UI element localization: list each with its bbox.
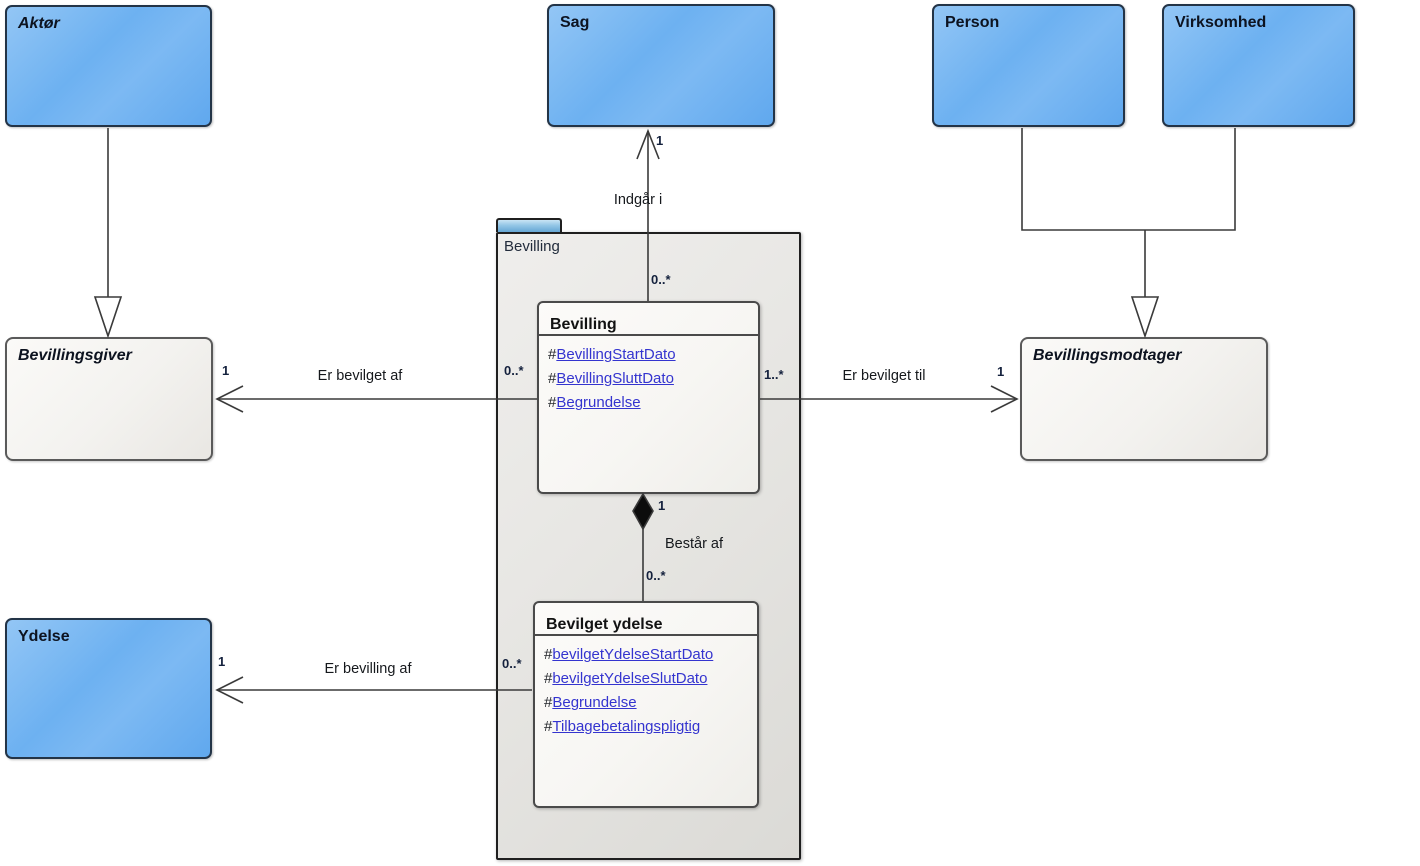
- node-person[interactable]: Person: [932, 4, 1125, 127]
- node-bevillingsmodtager[interactable]: Bevillingsmodtager: [1020, 337, 1268, 461]
- relation-label-er-bevilling-af: Er bevilling af: [324, 661, 412, 677]
- node-bevillingsmodtager-label: Bevillingsmodtager: [1033, 347, 1182, 364]
- multiplicity-bevilget-ydelse-af: 0..*: [502, 656, 522, 671]
- node-aktor[interactable]: Aktør: [5, 5, 212, 127]
- generalization-person-virksomhed-bevillingsmodtager[interactable]: [1021, 128, 1236, 339]
- multiplicity-bevillingsmodtager: 1: [997, 364, 1005, 379]
- attribute-link-begrundelse-2[interactable]: Begrundelse: [552, 694, 637, 711]
- attribute-row: #Tilbagebetalingspligtig: [544, 718, 701, 735]
- open-arrowhead-icon: [990, 385, 1019, 413]
- relation-label-er-bevilget-til: Er bevilget til: [842, 368, 926, 384]
- attribute-link-begrundelse[interactable]: Begrundelse: [556, 394, 641, 411]
- multiplicity-bevilling-bestaar: 1: [658, 498, 666, 513]
- node-sag[interactable]: Sag: [547, 4, 775, 127]
- node-virksomhed[interactable]: Virksomhed: [1162, 4, 1355, 127]
- class-bevilget-ydelse-title: Bevilget ydelse: [535, 603, 757, 636]
- multiplicity-sag: 1: [656, 133, 664, 148]
- attribute-row: #Begrundelse: [548, 394, 641, 411]
- attribute-row: #bevilgetYdelseSlutDato: [544, 670, 708, 687]
- class-bevilling-attributes: #BevillingStartDato #BevillingSluttDato …: [539, 336, 758, 422]
- multiplicity-bevilling-af: 0..*: [504, 363, 524, 378]
- open-arrowhead-icon: [215, 385, 244, 413]
- open-arrowhead-icon: [215, 676, 244, 704]
- node-sag-label: Sag: [560, 14, 590, 31]
- node-bevillingsgiver[interactable]: Bevillingsgiver: [5, 337, 213, 461]
- class-bevilling[interactable]: Bevilling #BevillingStartDato #Bevilling…: [537, 301, 760, 494]
- package-tab-icon: [496, 218, 562, 232]
- attribute-link-bevilgetydelseslutdato[interactable]: bevilgetYdelseSlutDato: [552, 670, 708, 687]
- package-bevilling[interactable]: Bevilling Bevilling #BevillingStartDato …: [496, 218, 801, 860]
- relation-label-er-bevilget-af: Er bevilget af: [317, 368, 403, 384]
- hollow-triangle-icon: [1130, 296, 1160, 339]
- node-person-label: Person: [945, 14, 1000, 31]
- attribute-link-bevilgetydelsestartdato[interactable]: bevilgetYdelseStartDato: [552, 646, 714, 663]
- attribute-link-bevillingstartdato[interactable]: BevillingStartDato: [556, 346, 676, 363]
- multiplicity-ydelse: 1: [218, 654, 226, 669]
- relation-label-indgaar-i: Indgår i: [613, 192, 663, 208]
- multiplicity-bevilling-til: 1..*: [764, 367, 784, 382]
- class-bevilget-ydelse[interactable]: Bevilget ydelse #bevilgetYdelseStartDato…: [533, 601, 759, 808]
- association-er-bevilling-af[interactable]: [215, 676, 532, 704]
- node-virksomhed-label: Virksomhed: [1175, 14, 1267, 31]
- attribute-row: #Begrundelse: [544, 694, 637, 711]
- attribute-link-bevillingsluttdato[interactable]: BevillingSluttDato: [556, 370, 674, 387]
- attribute-row: #BevillingSluttDato: [548, 370, 674, 387]
- multiplicity-bevilget-ydelse: 0..*: [646, 568, 666, 583]
- generalization-line: [1021, 128, 1236, 297]
- hollow-triangle-icon: [93, 296, 123, 339]
- node-ydelse[interactable]: Ydelse: [5, 618, 212, 759]
- attribute-row: #bevilgetYdelseStartDato: [544, 646, 714, 663]
- node-aktor-label: Aktør: [18, 15, 60, 32]
- package-label: Bevilling: [504, 238, 560, 255]
- node-ydelse-label: Ydelse: [18, 628, 70, 645]
- class-bevilget-ydelse-attributes: #bevilgetYdelseStartDato #bevilgetYdelse…: [535, 636, 757, 746]
- attribute-row: #BevillingStartDato: [548, 346, 676, 363]
- generalization-aktor-bevillingsgiver[interactable]: [93, 128, 123, 339]
- relation-label-bestaar-af: Består af: [664, 536, 724, 552]
- association-er-bevilget-af[interactable]: [215, 385, 537, 413]
- multiplicity-bevilling-indgaar: 0..*: [651, 272, 671, 287]
- class-bevilling-title: Bevilling: [539, 303, 758, 336]
- multiplicity-bevillingsgiver: 1: [222, 363, 230, 378]
- attribute-link-tilbagebetalingspligtig[interactable]: Tilbagebetalingspligtig: [552, 718, 701, 735]
- node-bevillingsgiver-label: Bevillingsgiver: [18, 347, 132, 364]
